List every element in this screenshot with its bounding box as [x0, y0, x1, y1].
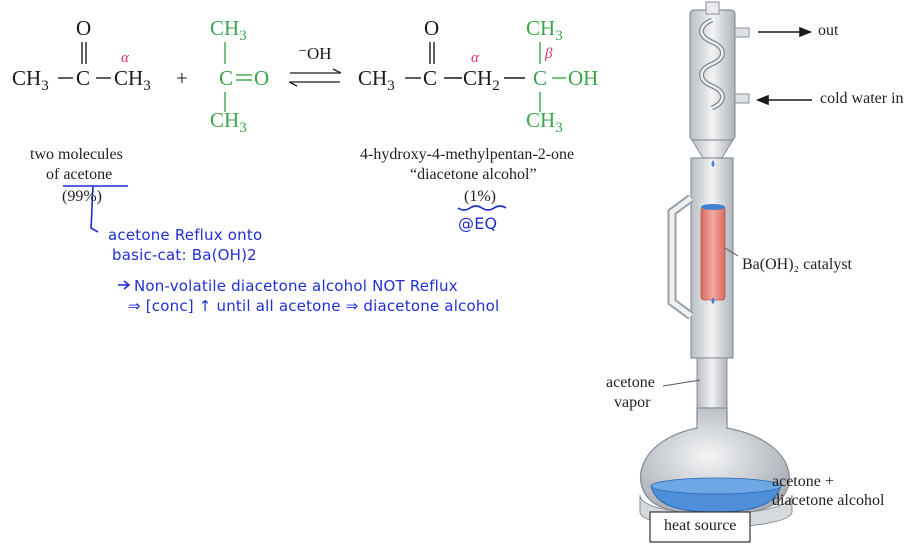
- product-bonds: [405, 42, 525, 79]
- alpha-label: α: [121, 50, 129, 66]
- beta-label: β: [545, 46, 553, 62]
- product-methyl-bottom: CH3: [526, 108, 563, 137]
- carbonyl-oxygen-2: O: [254, 66, 270, 90]
- methyl-left: CH3: [12, 66, 49, 95]
- catalyst-label: Ba(OH)₂ catalyst: [742, 256, 852, 273]
- product-quaternary-carbon: C: [533, 66, 548, 90]
- product-common-name: “diacetone alcohol”: [410, 166, 537, 183]
- reactant-percent: (99%): [62, 188, 102, 205]
- product-hydroxyl: OH: [568, 66, 599, 90]
- carbonyl-carbon-2: C: [219, 66, 234, 90]
- product-methyl-left: CH3: [358, 66, 395, 95]
- eq-note: @EQ: [458, 214, 498, 233]
- product-percent: (1%): [464, 188, 496, 205]
- hand-marks: [63, 185, 507, 290]
- heat-source-label: heat source: [664, 517, 737, 534]
- hydroxide-catalyst: ⁻OH: [298, 44, 332, 63]
- catalyst-bed: [700, 205, 726, 301]
- product-methyl-top: CH3: [526, 16, 563, 45]
- plus-sign: +: [176, 66, 188, 90]
- product-alpha-label: α: [471, 50, 479, 66]
- carbonyl-carbon: C: [76, 66, 91, 90]
- water-arrows: [755, 26, 813, 106]
- carbonyl-oxygen: O: [76, 16, 92, 40]
- note-reflux-line1: acetone Reflux onto: [108, 226, 263, 244]
- methyl-top: CH3: [210, 16, 247, 45]
- extraction-column: [667, 157, 734, 409]
- product-carbonyl-carbon: C: [423, 66, 438, 90]
- product-methylene: CH2: [463, 66, 500, 95]
- reactant-caption-1: two molecules: [30, 146, 123, 163]
- reactant-caption-2: of acetone: [46, 166, 113, 183]
- heat-source: [639, 494, 793, 543]
- product-iupac-name: 4-hydroxy-4-methylpentan-2-one: [360, 146, 575, 163]
- note-reflux-line2: basic-cat: Ba(OH)2: [112, 246, 257, 264]
- product-green-bonds: [539, 42, 566, 112]
- round-bottom-flask: [639, 407, 790, 516]
- water-out-label: out: [818, 22, 839, 39]
- condenser: [689, 1, 750, 159]
- acetone2-bonds: [224, 42, 252, 112]
- vapor-label-line1: acetone: [606, 374, 655, 391]
- cold-water-in-label: cold water in: [820, 90, 904, 107]
- note-volatility-line2: ⇒ [conc] ↑ until all acetone ⇒ diacetone…: [128, 297, 500, 315]
- methyl-bottom: CH3: [210, 108, 247, 137]
- product-oxygen: O: [424, 16, 440, 40]
- vapor-label-line2: vapor: [614, 394, 651, 411]
- methyl-right: CH3: [114, 66, 151, 95]
- note-volatility-line1: Non-volatile diacetone alcohol NOT Reflu…: [134, 277, 458, 295]
- equilibrium-arrow: [288, 68, 342, 87]
- liquid-label-line1: acetone +: [772, 473, 834, 490]
- liquid-label-line2: diacetone alcohol: [772, 492, 885, 509]
- acetone-bonds: [58, 42, 111, 79]
